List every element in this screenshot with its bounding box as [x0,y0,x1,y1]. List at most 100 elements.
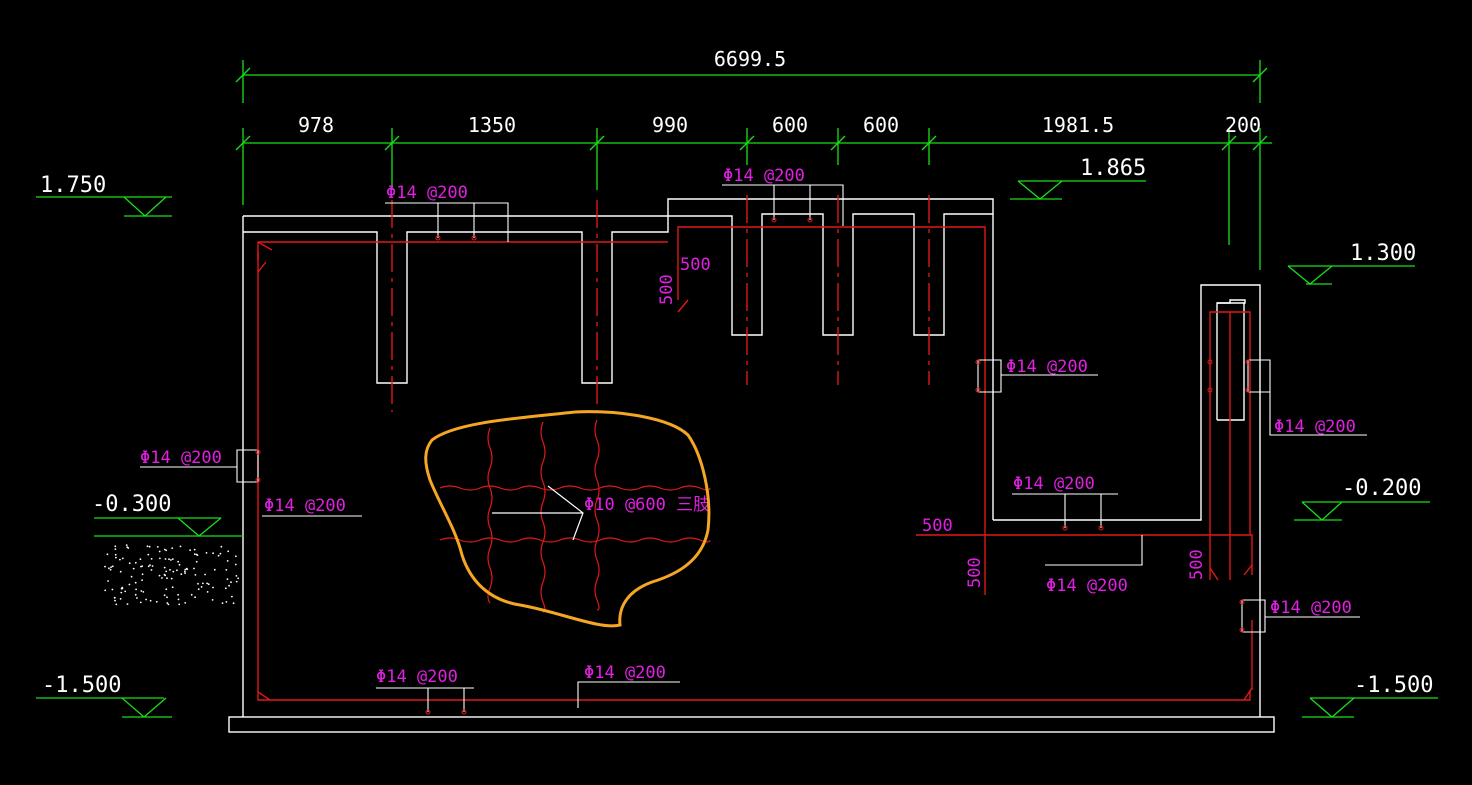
soil-dot [106,553,109,556]
soil-dot [128,583,131,586]
dim-seg-2: 1350 [468,113,516,137]
soil-dot [178,563,181,566]
soil-dot [231,595,233,598]
rebar-label-step-bottom: Φ14 @200 [1046,576,1128,596]
soil-dot [163,566,166,569]
soil-dot [225,601,228,603]
soil-dot [119,598,122,600]
soil-dot [163,594,166,597]
elev-right-bottom: -1.500 [1354,673,1433,698]
soil-dot [228,584,231,587]
soil-dot [195,560,198,563]
elevation-markers [36,180,1438,718]
soil-dot [135,588,138,591]
soil-dot [125,544,128,546]
soil-dot [170,559,172,561]
soil-dot [179,545,182,548]
soil-dot [150,569,153,571]
dim-seg-6: 1981.5 [1042,113,1114,137]
soil-dot [150,558,153,560]
soil-dot [151,565,154,567]
soil-dot [237,577,240,580]
soil-dot [134,593,137,596]
soil-dot [234,563,237,566]
soil-dot [178,603,181,606]
soil-dot [185,567,188,570]
soil-dot [204,573,207,576]
soil-dot [202,582,204,585]
soil-dot [124,590,127,593]
soil-dot [114,548,117,550]
soil-dot [107,580,109,582]
rebar-label-right-wall-lower: Φ14 @200 [1270,598,1352,618]
soil-dot [193,567,195,570]
soil-dot [177,560,180,563]
soil-dot [147,565,150,568]
soil-dot [126,603,129,605]
soil-dot [141,565,144,568]
soil-dot [114,553,117,556]
soil-dot [217,554,220,557]
soil-dot [212,552,215,555]
soil-dot [128,562,131,565]
soil-dot [114,599,116,602]
soil-dot [132,567,135,570]
soil-dot [108,567,110,570]
soil-dot [111,588,114,591]
detail-callout [424,410,711,628]
soil-dot [219,552,222,555]
soil-dot [159,557,161,560]
soil-dot [171,547,174,549]
lap-label-upper-v: 500 [657,274,677,305]
soil-dot [184,568,187,571]
dim-seg-5: 600 [863,113,899,137]
dim-seg-3: 990 [652,113,688,137]
soil-dot [166,602,169,604]
elev-mid-top: 1.865 [1080,156,1146,181]
soil-dot [220,545,223,548]
soil-dot [161,577,163,579]
lap-label-lower-v: 500 [965,557,985,588]
soil-dot [224,587,227,590]
soil-dot [158,550,161,553]
soil-dot [169,569,171,571]
soil-dot [146,545,149,548]
soil-dot [194,574,197,576]
soil-dot [134,561,137,564]
elev-right-top: 1.300 [1350,241,1416,266]
soil-dot [139,558,142,561]
soil-dot [189,549,192,552]
soil-dot [193,548,196,551]
soil-dot [145,598,148,601]
soil-dot [207,583,210,586]
soil-dot [170,577,173,580]
rebar-label-distribution: Φ10 @600 三肢 [584,495,710,515]
soil-dot [121,557,124,560]
soil-dot [164,558,167,560]
soil-dot [141,579,144,581]
soil-dot [155,600,158,603]
soil-dot [235,575,238,577]
dim-seg-1: 978 [298,113,334,137]
soil-dot [110,566,112,568]
soil-dot [180,573,183,576]
soil-dot [148,545,151,548]
leader-lines [140,184,1367,712]
soil-dot [177,593,180,596]
soil-dot [126,546,129,549]
lap-label-lower-h: 500 [922,516,953,536]
rebar-label-roof-left: Φ14 @200 [386,183,468,203]
dim-seg-7: 200 [1225,113,1261,137]
rebar-label-base-right: Φ14 @200 [584,663,666,683]
soil-dot [205,552,208,554]
soil-dot [165,570,168,573]
soil-dot [235,580,238,583]
rebar-label-mid-wall: Φ14 @200 [1006,357,1088,377]
soil-dot [197,582,199,585]
soil-dot [165,588,168,591]
soil-dot [194,596,197,599]
soil-dot [171,558,174,560]
soil-dot [183,570,186,573]
soil-dot [166,596,168,599]
